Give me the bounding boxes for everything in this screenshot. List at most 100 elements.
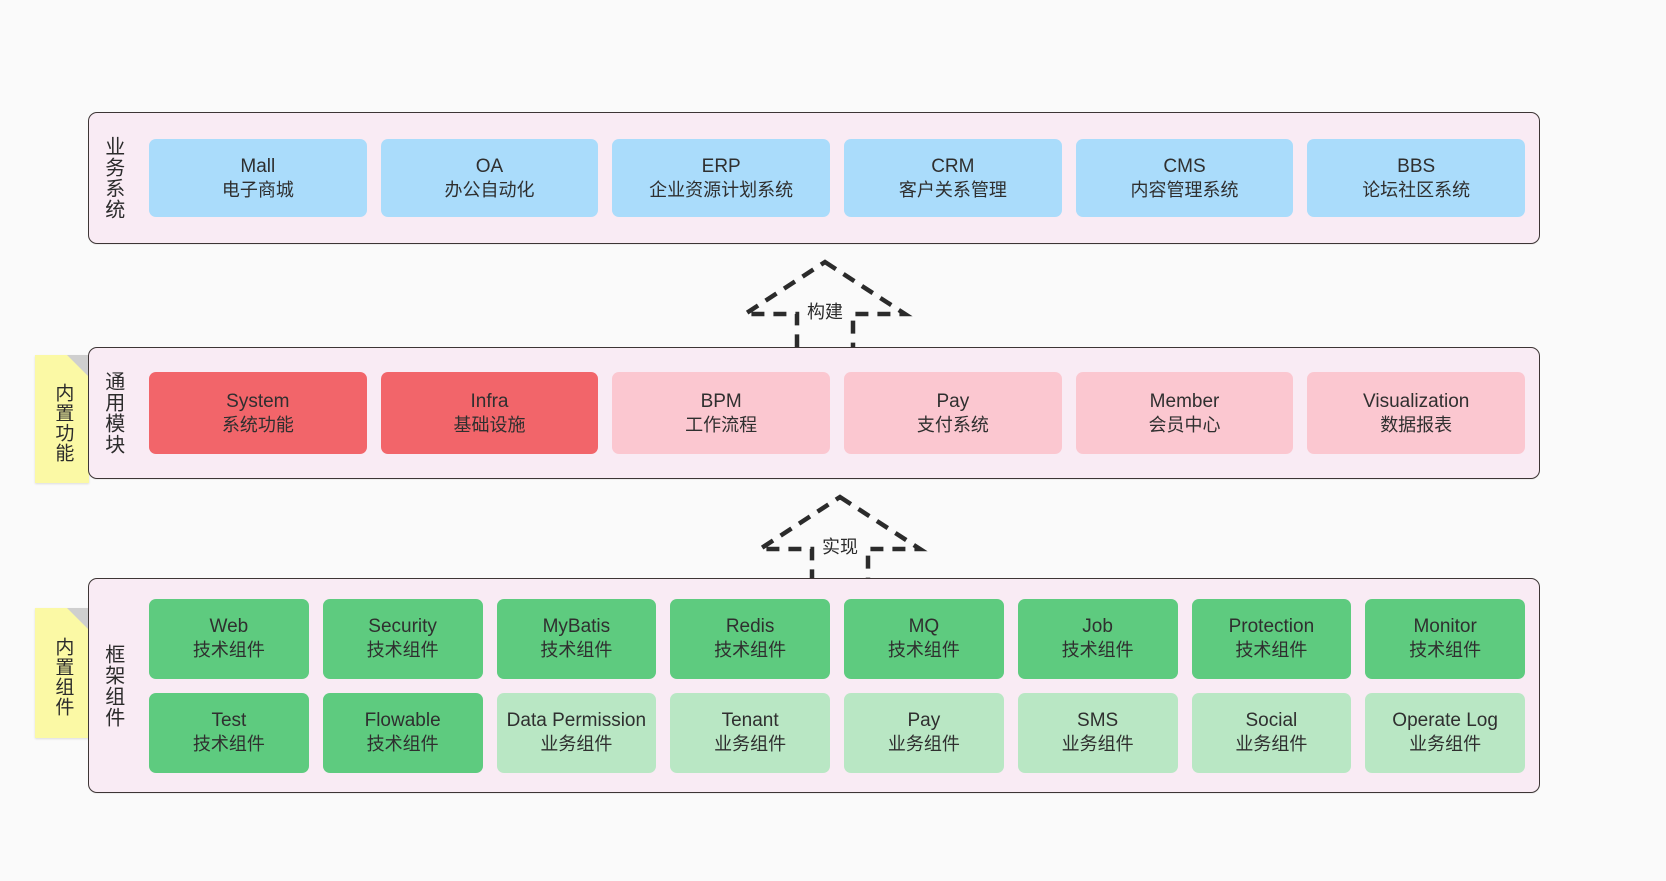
module-name: Data Permission	[506, 710, 647, 732]
module-name: Job	[1082, 616, 1113, 638]
module-name: Security	[368, 616, 437, 638]
module-name: Mall	[240, 155, 276, 177]
module-desc: 技术组件	[366, 640, 439, 661]
layer-framework-title: 框架组件	[101, 643, 124, 728]
module-desc: 支付系统	[916, 414, 989, 435]
module-desc: 技术组件	[1235, 640, 1308, 661]
layer-business-title: 业务系统	[101, 136, 124, 220]
note-builtin-components: 内置组件	[35, 608, 89, 738]
module-desc: 技术组件	[366, 734, 439, 755]
module-name: SMS	[1077, 710, 1119, 732]
module-name: Redis	[725, 616, 775, 638]
module-desc: 技术组件	[887, 640, 960, 661]
module-name: Monitor	[1413, 616, 1477, 638]
module-name: Tenant	[721, 710, 779, 732]
module-desc: 技术组件	[192, 734, 265, 755]
module-name: BBS	[1397, 155, 1436, 177]
module-desc: 办公自动化	[444, 179, 535, 200]
module-name: BPM	[700, 390, 742, 412]
module-desc: 工作流程	[685, 414, 758, 435]
module-name: Test	[211, 710, 247, 732]
module-desc: 业务组件	[714, 734, 787, 755]
module-name: ERP	[701, 155, 741, 177]
module-name: MyBatis	[542, 616, 611, 638]
module-desc: 技术组件	[1409, 640, 1482, 661]
module-desc: 论坛社区系统	[1362, 179, 1471, 200]
module-name: Visualization	[1363, 390, 1470, 412]
module-desc: 会员中心	[1148, 414, 1221, 435]
module-desc: 业务组件	[540, 734, 613, 755]
module-name: Pay	[907, 710, 941, 732]
module-desc: 技术组件	[540, 640, 613, 661]
note-fold-icon	[67, 355, 89, 377]
note-builtin-components-label: 内置组件	[52, 637, 74, 717]
connector-build: 构建	[735, 252, 915, 352]
module-desc: 数据报表	[1380, 414, 1453, 435]
module-name: Pay	[936, 390, 970, 412]
module-name: CRM	[931, 155, 975, 177]
module-name: Member	[1149, 390, 1220, 412]
module-desc: 企业资源计划系统	[649, 179, 794, 200]
module-name: OA	[475, 155, 504, 177]
module-name: Operate Log	[1392, 710, 1498, 732]
dashed-up-arrow-icon	[737, 259, 913, 352]
module-desc: 电子商城	[221, 179, 294, 200]
module-name: Infra	[470, 390, 509, 412]
module-name: Flowable	[364, 710, 441, 732]
module-desc: 技术组件	[192, 640, 265, 661]
module-desc: 业务组件	[1235, 734, 1308, 755]
module-name: Social	[1245, 710, 1298, 732]
dashed-up-arrow-icon	[752, 494, 928, 587]
module-desc: 业务组件	[1409, 734, 1482, 755]
module-name: Web	[209, 616, 249, 638]
note-builtin-features: 内置功能	[35, 355, 89, 483]
module-desc: 基础设施	[453, 414, 526, 435]
module-desc: 系统功能	[221, 414, 294, 435]
note-builtin-features-label: 内置功能	[52, 383, 74, 463]
module-name: CMS	[1163, 155, 1206, 177]
module-desc: 业务组件	[887, 734, 960, 755]
module-name: MQ	[908, 616, 940, 638]
module-desc: 客户关系管理	[898, 179, 1007, 200]
layer-common-title: 通用模块	[101, 371, 124, 455]
